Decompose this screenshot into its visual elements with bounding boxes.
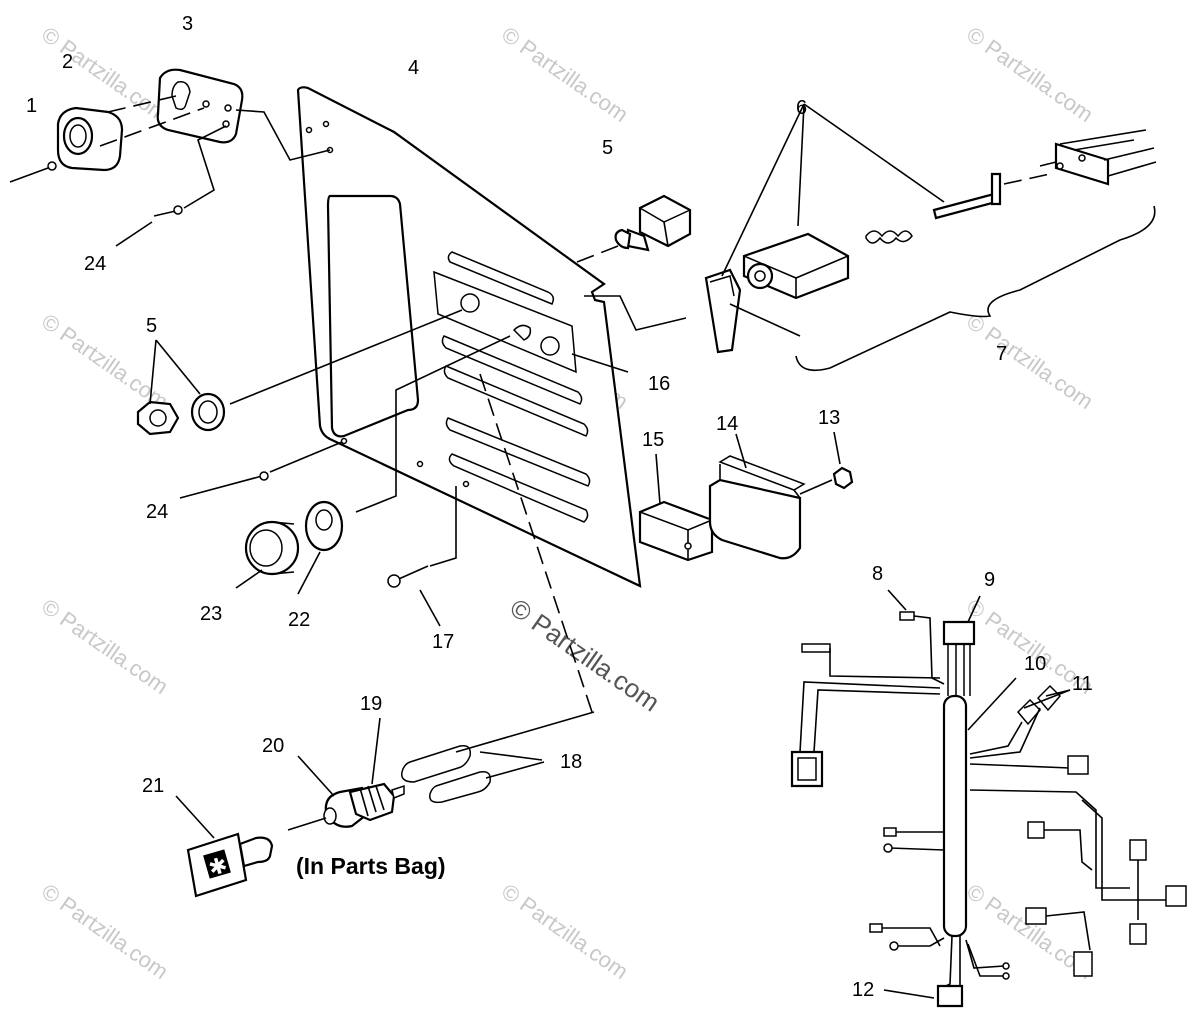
watermark: © Partzilla.com [962, 309, 1098, 415]
parts-bag-note: (In Parts Bag) [296, 853, 446, 879]
callout-24: 24 [146, 501, 168, 523]
callout-11: 11 [1072, 673, 1093, 695]
callout-5: 5 [146, 315, 157, 337]
callout-5: 5 [602, 137, 613, 159]
parts-18-21: ✱ [175, 711, 595, 898]
callout-21: 21 [142, 775, 164, 797]
callout-10: 10 [1024, 653, 1046, 675]
callout-22: 22 [288, 609, 310, 631]
callout-2: 2 [62, 51, 73, 73]
callout-15: 15 [642, 429, 664, 451]
watermark: © Partzilla.com [497, 879, 633, 985]
watermark: © Partzilla.com [37, 594, 173, 700]
callout-20: 20 [262, 735, 284, 757]
callout-13: 13 [818, 407, 840, 429]
callout-1: 1 [26, 95, 37, 117]
watermark: © Partzilla.com [962, 22, 1098, 128]
nut-washer-part-5 [136, 309, 463, 436]
watermark: © Partzilla.com [37, 879, 173, 985]
callout-12: 12 [852, 979, 874, 1001]
callout-labels: 1 2 3 4 5 5 6 7 8 9 10 11 12 13 14 15 16… [26, 13, 1093, 1001]
callout-16: 16 [648, 373, 670, 395]
wiring-harness [790, 589, 1187, 1008]
callout-8: 8 [872, 563, 883, 585]
watermark-center: © Partzilla.com [505, 592, 666, 717]
panel-part-4 [296, 86, 642, 588]
parts-13-14-15 [571, 353, 854, 562]
callout-24: 24 [84, 253, 106, 275]
callout-3: 3 [182, 13, 193, 35]
callout-7: 7 [996, 343, 1007, 365]
callout-6: 6 [796, 97, 807, 119]
callout-14: 14 [716, 413, 738, 435]
parts-1-2-3 [9, 68, 331, 247]
callout-18: 18 [560, 751, 582, 773]
callout-4: 4 [408, 57, 419, 79]
callout-9: 9 [984, 569, 995, 591]
watermark: © Partzilla.com [497, 22, 633, 128]
callout-19: 19 [360, 693, 382, 715]
callout-23: 23 [200, 603, 222, 625]
toggle-switch-part-5 [571, 194, 692, 265]
callout-17: 17 [432, 631, 454, 653]
lower-left-parts [179, 335, 593, 713]
parts-6-7 [584, 103, 1157, 372]
